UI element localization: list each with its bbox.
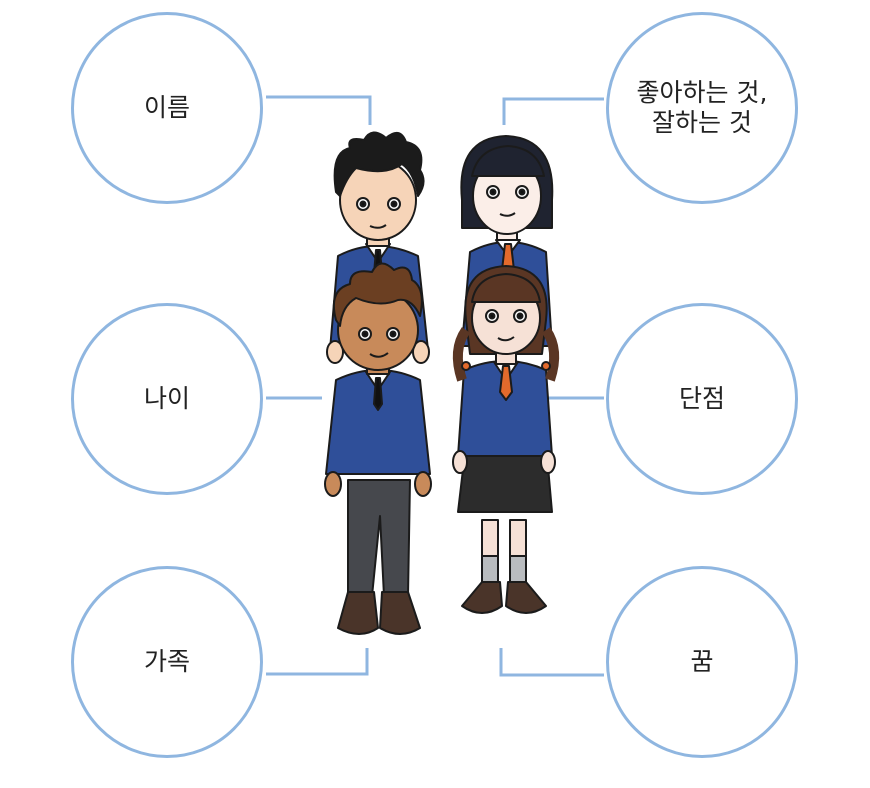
topic-label-dream: 꿈 <box>690 647 714 676</box>
connector-name <box>266 95 372 125</box>
topic-bubble-age: 나이 <box>71 303 263 495</box>
front-girl-figure <box>452 265 560 614</box>
topic-label-weakness: 단점 <box>678 384 725 413</box>
topic-bubble-family: 가족 <box>71 566 263 758</box>
topic-bubble-weakness: 단점 <box>606 303 798 495</box>
back-girl-figure <box>460 135 554 347</box>
topic-bubble-name: 이름 <box>71 12 263 204</box>
topic-label-age: 나이 <box>143 384 190 413</box>
connector-likes <box>502 97 604 125</box>
topic-label-name: 이름 <box>143 93 190 122</box>
topic-label-likes: 좋아하는 것, 잘하는 것 <box>636 78 768 137</box>
topic-label-family: 가족 <box>143 647 190 676</box>
front-boy-figure <box>324 262 432 635</box>
connector-dream <box>499 648 604 677</box>
topic-bubble-dream: 꿈 <box>606 566 798 758</box>
topic-bubble-likes: 좋아하는 것, 잘하는 것 <box>606 12 798 204</box>
connector-family <box>266 648 369 676</box>
